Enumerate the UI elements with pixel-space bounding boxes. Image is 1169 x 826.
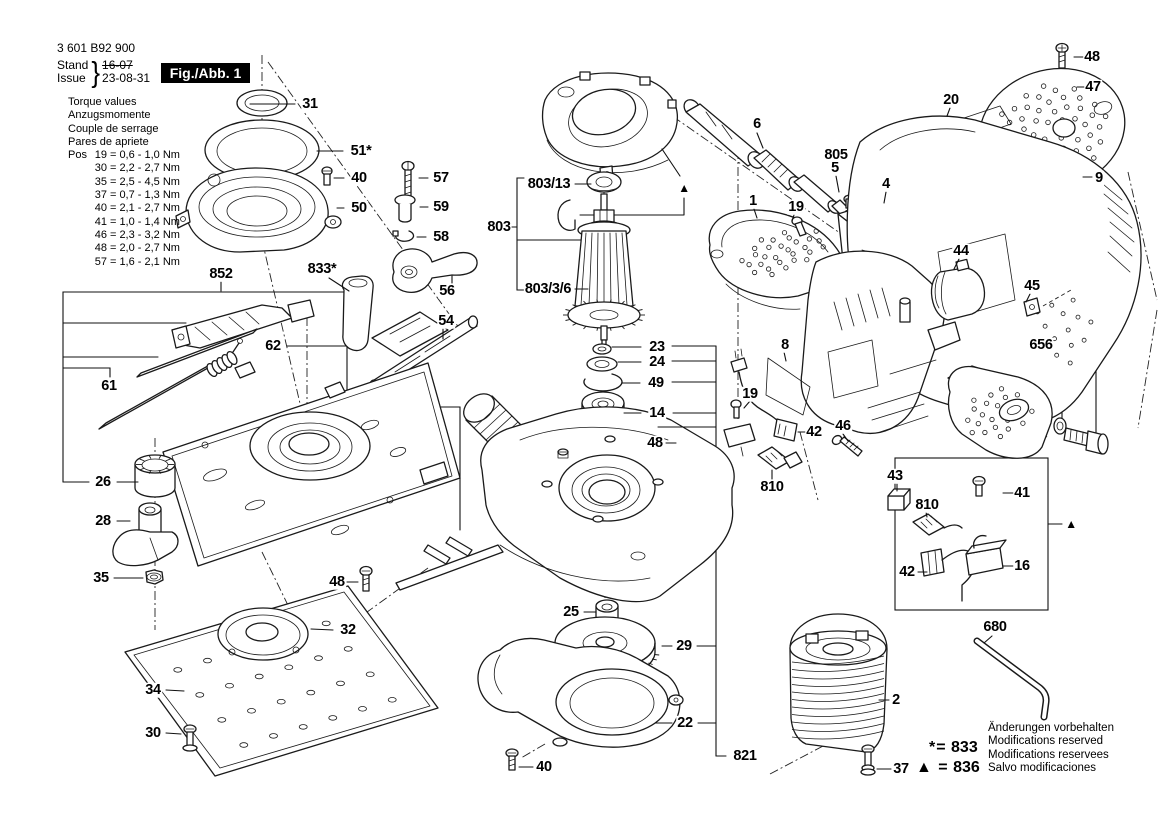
torque-title-line: Anzugsmomente	[68, 109, 151, 122]
group-brush-box	[887, 475, 1007, 602]
torque-entry: 48=2,0 - 2,7 Nm	[94, 242, 180, 255]
note-line: Salvo modificaciones	[988, 762, 1097, 775]
torque-entry: 57=1,6 - 2,1 Nm	[94, 255, 180, 268]
group-852-lever	[98, 299, 504, 591]
torque-title-line: Pares de apriete	[68, 135, 149, 148]
group-top-plate	[112, 361, 461, 592]
torque-entry: 30=2,2 - 2,7 Nm	[94, 162, 180, 175]
torque-entry: 46=2,3 - 3,2 Nm	[94, 228, 180, 241]
stand-label: Stand	[57, 58, 89, 72]
star-value: 833	[951, 739, 978, 756]
drawing-header: 3 601 B92 900 Stand Issue } 16-07 23-08-…	[57, 41, 151, 88]
note-line: Modifications reserved	[988, 735, 1104, 748]
brace-glyph: }	[91, 54, 101, 88]
stand-issue-block: Stand Issue } 16-07 23-08-31	[57, 54, 151, 88]
triangle-symbol: ▲ =	[916, 759, 949, 776]
group-gear-housing	[463, 393, 735, 603]
leader-lines	[113, 56, 1093, 770]
spring-icon	[206, 338, 243, 378]
group-top-left-seal	[175, 89, 479, 393]
part-number: 3 601 B92 900	[57, 41, 136, 55]
date-old: 16-07	[102, 58, 133, 72]
group-motor-column	[541, 71, 689, 458]
figure-label: Fig./Abb. 1	[161, 63, 250, 83]
hex-key-icon	[973, 637, 1050, 721]
group-dust-box	[947, 365, 1109, 459]
triangle-value: 836	[953, 759, 980, 776]
date-new: 23-08-31	[102, 71, 151, 85]
group-underside	[477, 599, 684, 771]
torque-entry: 41=1,0 - 1,4 Nm	[94, 215, 180, 228]
group-wiring	[723, 348, 863, 470]
torque-entry: 40=2,1 - 2,7 Nm	[94, 202, 180, 215]
group-sanding-plate	[124, 585, 439, 777]
note-line: Modifications reservees	[988, 748, 1109, 761]
issue-label: Issue	[57, 71, 86, 85]
note-line: Änderungen vorbehalten	[988, 722, 1114, 734]
star-legend: *= 833	[929, 740, 978, 756]
group-main-housing	[765, 42, 1142, 434]
torque-entry: 35=2,5 - 4,5 Nm	[94, 175, 180, 188]
torque-entry: 37=0,7 - 1,3 Nm	[94, 189, 180, 202]
torque-title-line: Couple de serrage	[68, 122, 159, 135]
triangle-legend: ▲ = 836	[916, 760, 980, 776]
star-symbol: *=	[929, 739, 947, 756]
group-stator	[789, 613, 888, 776]
torque-title-line: Torque values	[68, 96, 137, 108]
